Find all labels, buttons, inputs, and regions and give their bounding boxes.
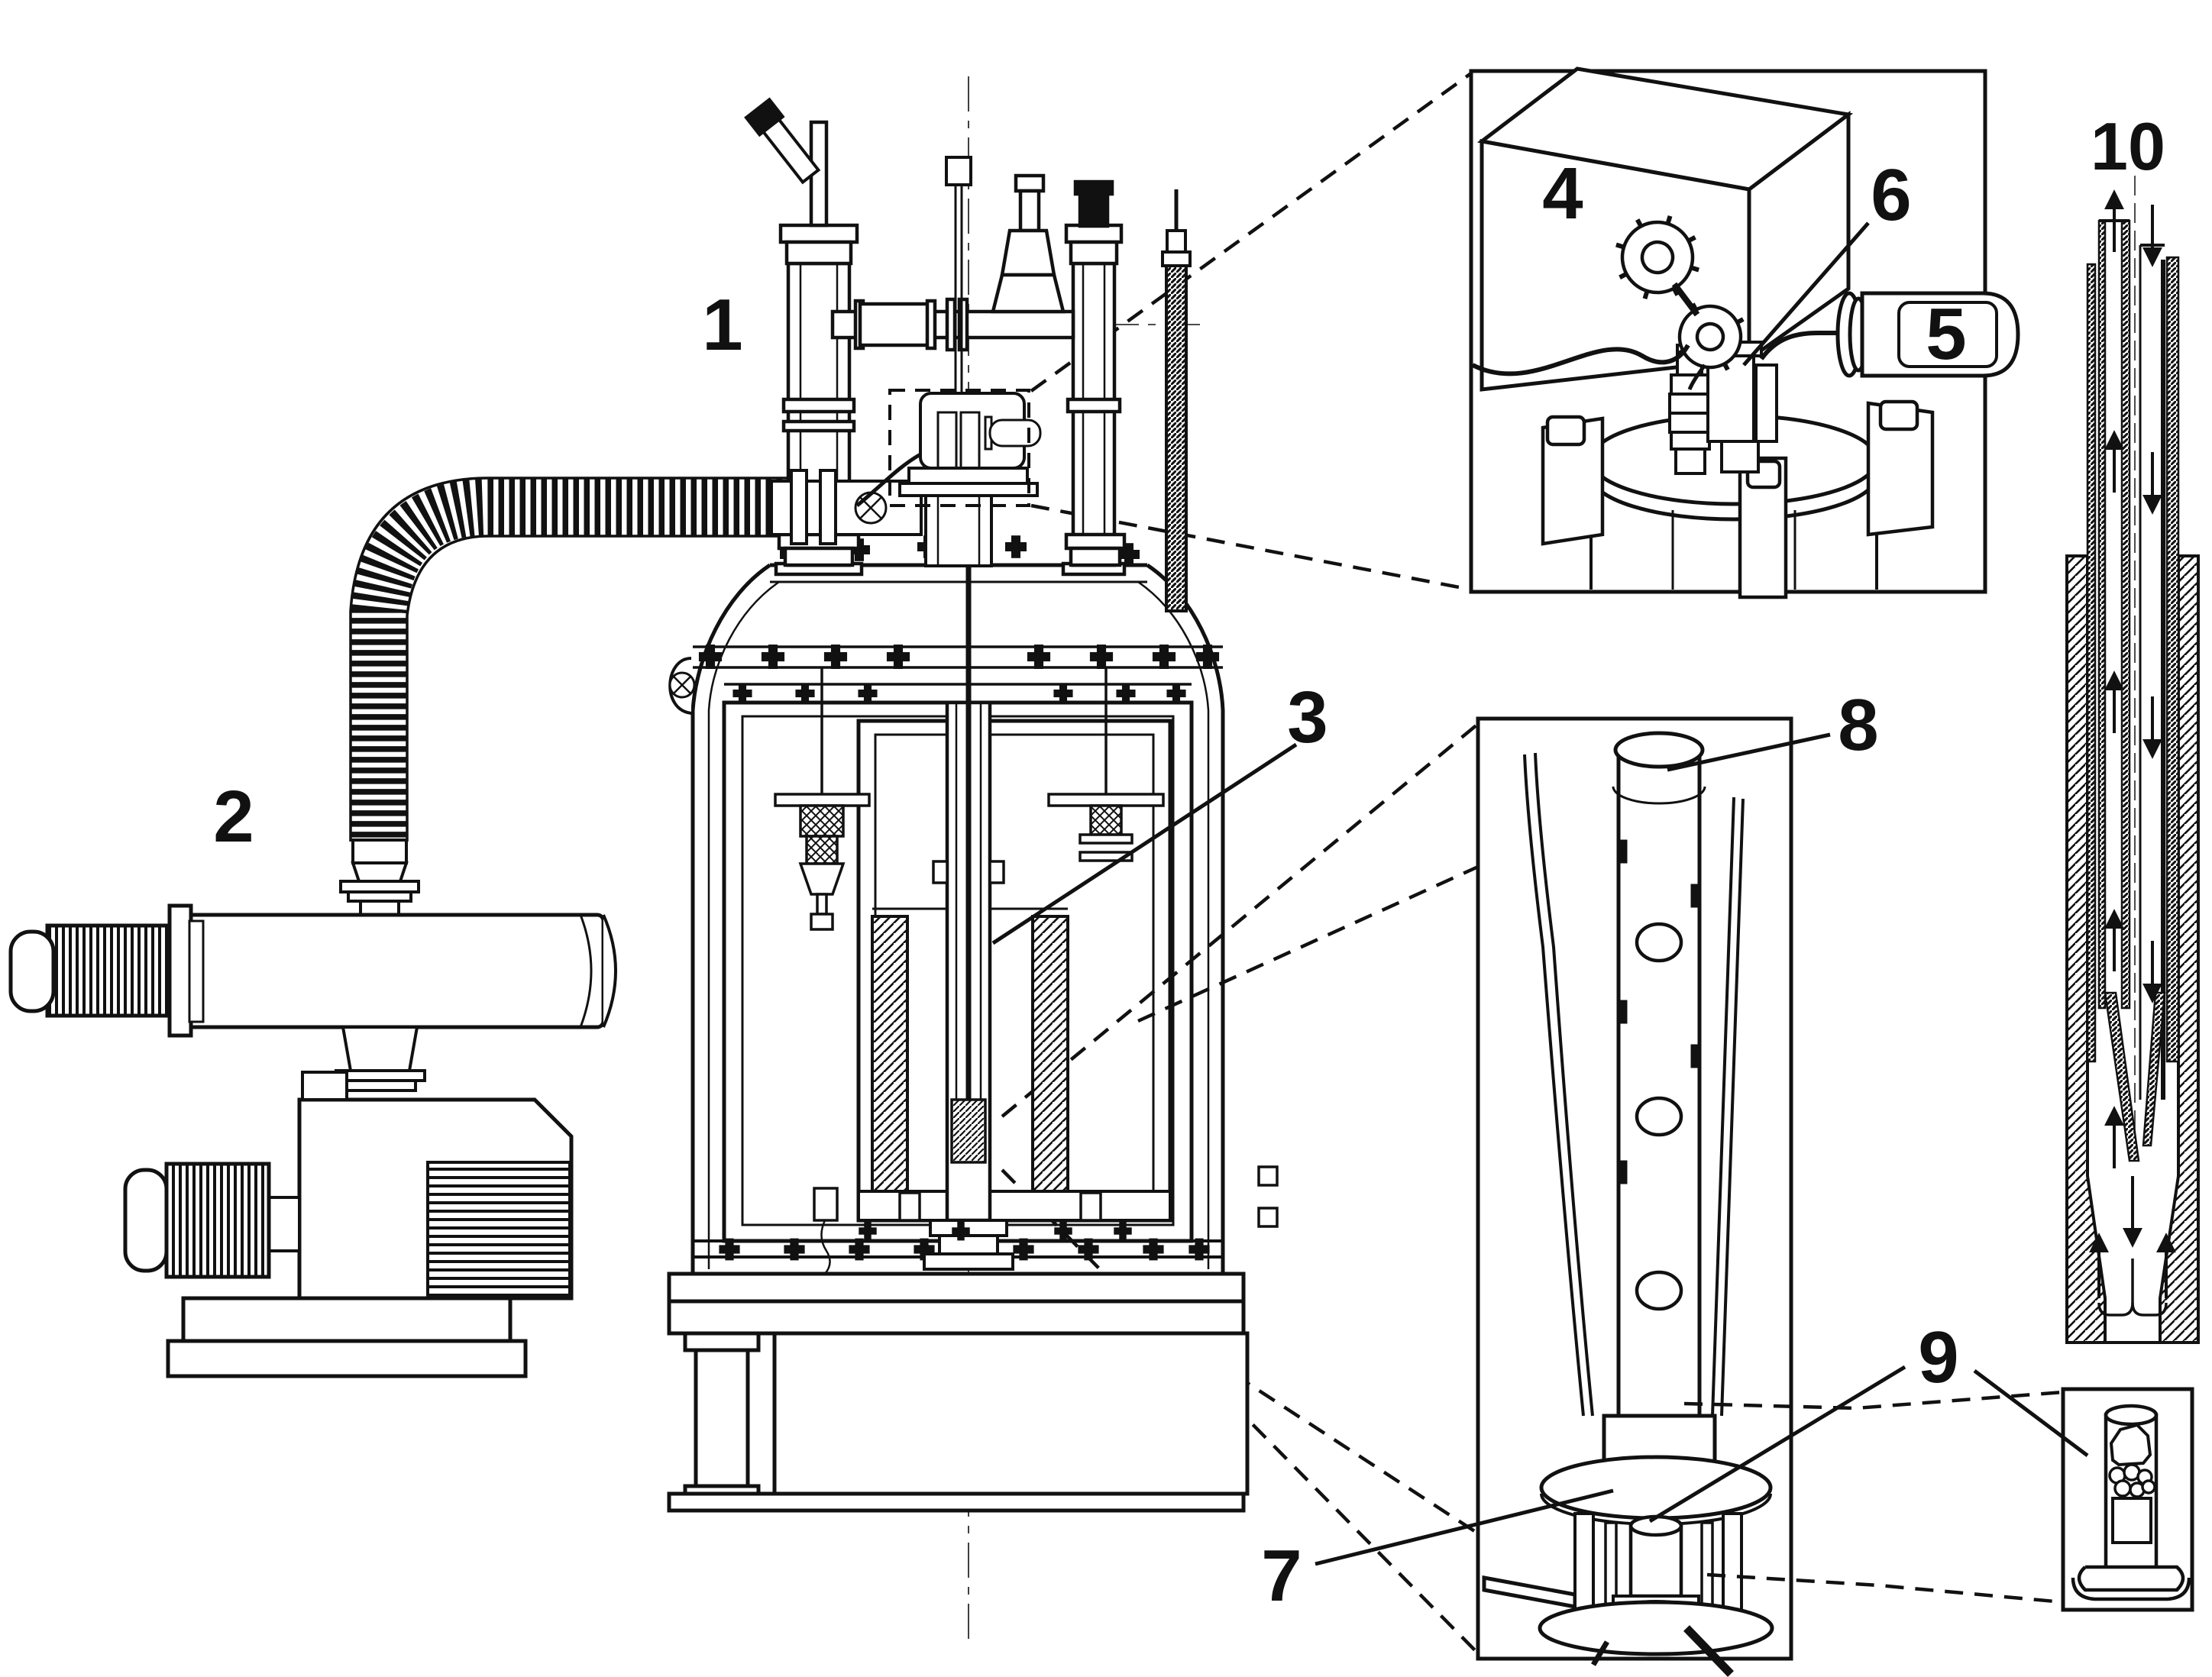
crucible-with-charge: [2071, 1404, 2191, 1601]
gas-manifold-pipe: [830, 173, 1075, 352]
vacuum-pump-assembly: [8, 477, 793, 1378]
callout-leaders: [991, 221, 2089, 1566]
heater-right: [1031, 915, 1069, 1204]
pump-port: [770, 469, 923, 545]
viewport-discs: [1615, 215, 1745, 390]
lid-bolts: [698, 645, 1220, 704]
gas-elbow-tube: [1759, 331, 1842, 360]
gas-flow-cross-section: [2065, 176, 2200, 1344]
chamber-shell: [668, 537, 1279, 1274]
callout-10: 10: [2091, 108, 2165, 184]
thermocouple-electrode: [1161, 189, 1192, 612]
callout-7: 7: [1261, 1535, 1302, 1617]
callouts: 1 2 3 4 5 6 7 8 9 10: [213, 108, 2165, 1617]
pump-interconnect: [335, 1026, 426, 1092]
chamber-stand: [667, 1271, 1250, 1513]
callout-4: 4: [1542, 153, 1583, 234]
inset-furnace-tube-detail: [1476, 716, 1793, 1677]
top-flange-assembly: [855, 156, 1042, 567]
ingot-lump: [2109, 1423, 2152, 1467]
rotary-pump: [123, 1071, 574, 1301]
crucible-holder: [1482, 1455, 1774, 1677]
crucible-in-tube: [950, 1098, 987, 1164]
column-lever: [744, 97, 821, 185]
pump-base: [166, 1296, 528, 1378]
flow-arrows: [2089, 189, 2176, 1317]
crucible-projection-lines: [1683, 1390, 2064, 1604]
inlet-valve: [991, 173, 1066, 314]
charge-chunks: [2108, 1463, 2156, 1498]
roots-pump: [8, 903, 617, 1038]
growth-tube-and-rod: [923, 457, 1014, 1271]
heater-left: [871, 915, 909, 1204]
bellows-hose: [349, 477, 793, 842]
callout-6: 6: [1871, 154, 1911, 236]
perforated-furnace-tube: [1602, 731, 1717, 1476]
chamber-lids: [693, 645, 1223, 704]
control-cable: [1471, 344, 1690, 376]
hose-adapter: [339, 838, 420, 919]
rotary-pump-fins: [426, 1161, 571, 1298]
inset-top-flange-detail: [1469, 66, 2020, 599]
callout-3: 3: [1287, 677, 1328, 758]
gas-cylinder: [1835, 291, 2020, 378]
roots-motor-fins: [45, 923, 172, 1018]
right-lift-column: [1061, 179, 1127, 577]
top-piping: [744, 97, 1203, 612]
internal-hangers: [774, 668, 1165, 931]
callout-8: 8: [1838, 684, 1878, 766]
clamp-claws: [1541, 399, 1935, 599]
callout-2: 2: [213, 776, 254, 858]
main-chamber: [667, 457, 1279, 1513]
rotary-motor-fins: [164, 1162, 271, 1279]
callout-1: 1: [702, 284, 742, 366]
callout-9: 9: [1918, 1317, 1958, 1398]
inset-crucible-detail: [2061, 1387, 2194, 1612]
flange-assembly: [1471, 215, 1935, 599]
bottom-fittings: [813, 1187, 1132, 1275]
callout-5: 5: [1926, 293, 1966, 375]
